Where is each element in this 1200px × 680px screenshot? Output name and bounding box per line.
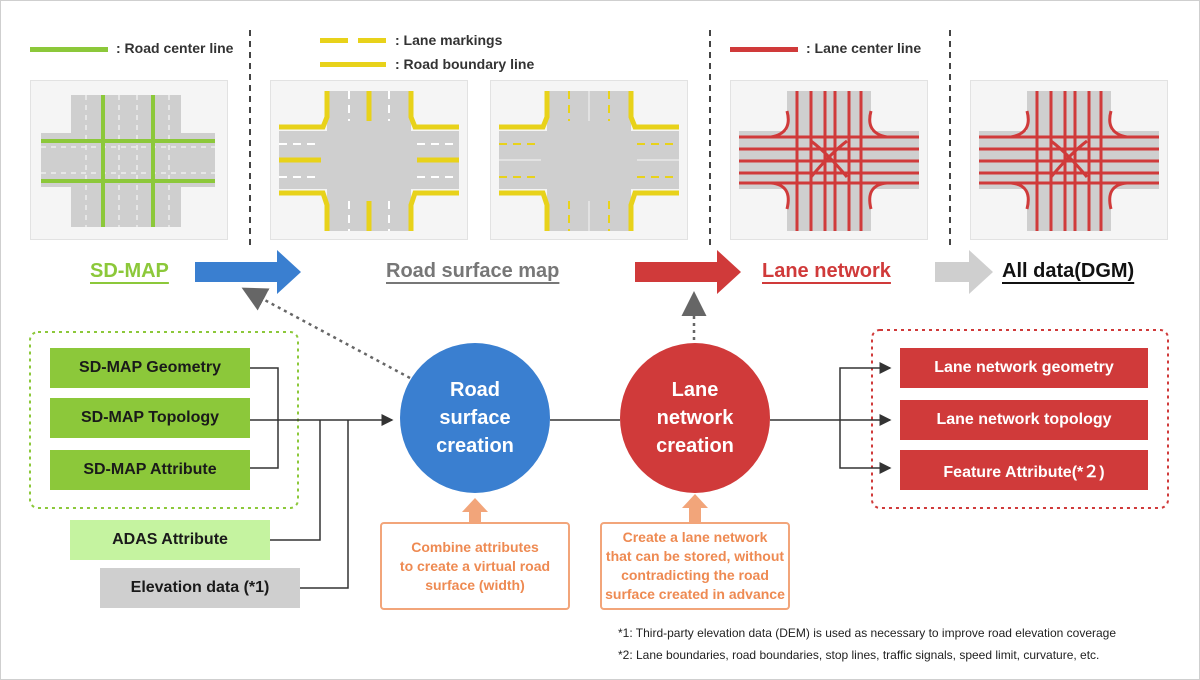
road-surface-creation-node: Road surface creation [400,343,550,493]
sd-map-geometry-box: SD-MAP Geometry [50,348,250,388]
lane-network-note: Create a lane network that can be stored… [600,522,790,610]
sd-map-attribute-box: SD-MAP Attribute [50,450,250,490]
lane-network-geometry-box: Lane network geometry [900,348,1148,388]
road-surface-thumbnail-1 [270,80,468,240]
all-data-thumbnail [970,80,1168,240]
stage-lane-network: Lane network [762,260,891,282]
road-surface-note: Combine attributes to create a virtual r… [380,522,570,610]
lane-markings-swatch [320,38,386,43]
red-arrow-icon [635,250,741,294]
road-center-line-swatch [30,47,108,52]
blue-arrow-icon [195,250,301,294]
stage-all-data: All data(DGM) [1002,260,1135,282]
road-boundary-line-swatch [320,62,386,67]
footnote-2: *2: Lane boundaries, road boundaries, st… [618,648,1100,662]
lane-center-line-legend: : Lane center line [806,40,922,56]
road-boundary-line-legend: : Road boundary line [395,56,535,72]
road-center-line-legend: : Road center line [116,40,234,56]
sd-map-thumbnail [30,80,228,240]
road-surface-thumbnail-2 [490,80,688,240]
elevation-data-box: Elevation data (*1) [100,568,300,608]
sd-map-topology-box: SD-MAP Topology [50,398,250,438]
gray-arrow-icon [935,250,993,294]
lane-network-creation-node: Lane network creation [620,343,770,493]
stage-sd-map: SD-MAP [90,260,169,282]
lane-markings-legend: : Lane markings [395,32,503,48]
footnote-1: *1: Third-party elevation data (DEM) is … [618,626,1117,640]
lane-network-topology-box: Lane network topology [900,400,1148,440]
lane-center-line-swatch [730,47,798,52]
feature-attribute-box: Feature Attribute(*２) [900,450,1148,490]
stage-road-surface-map: Road surface map [386,260,560,282]
column-separators [249,30,951,248]
lane-network-thumbnail [730,80,928,240]
adas-attribute-box: ADAS Attribute [70,520,270,560]
